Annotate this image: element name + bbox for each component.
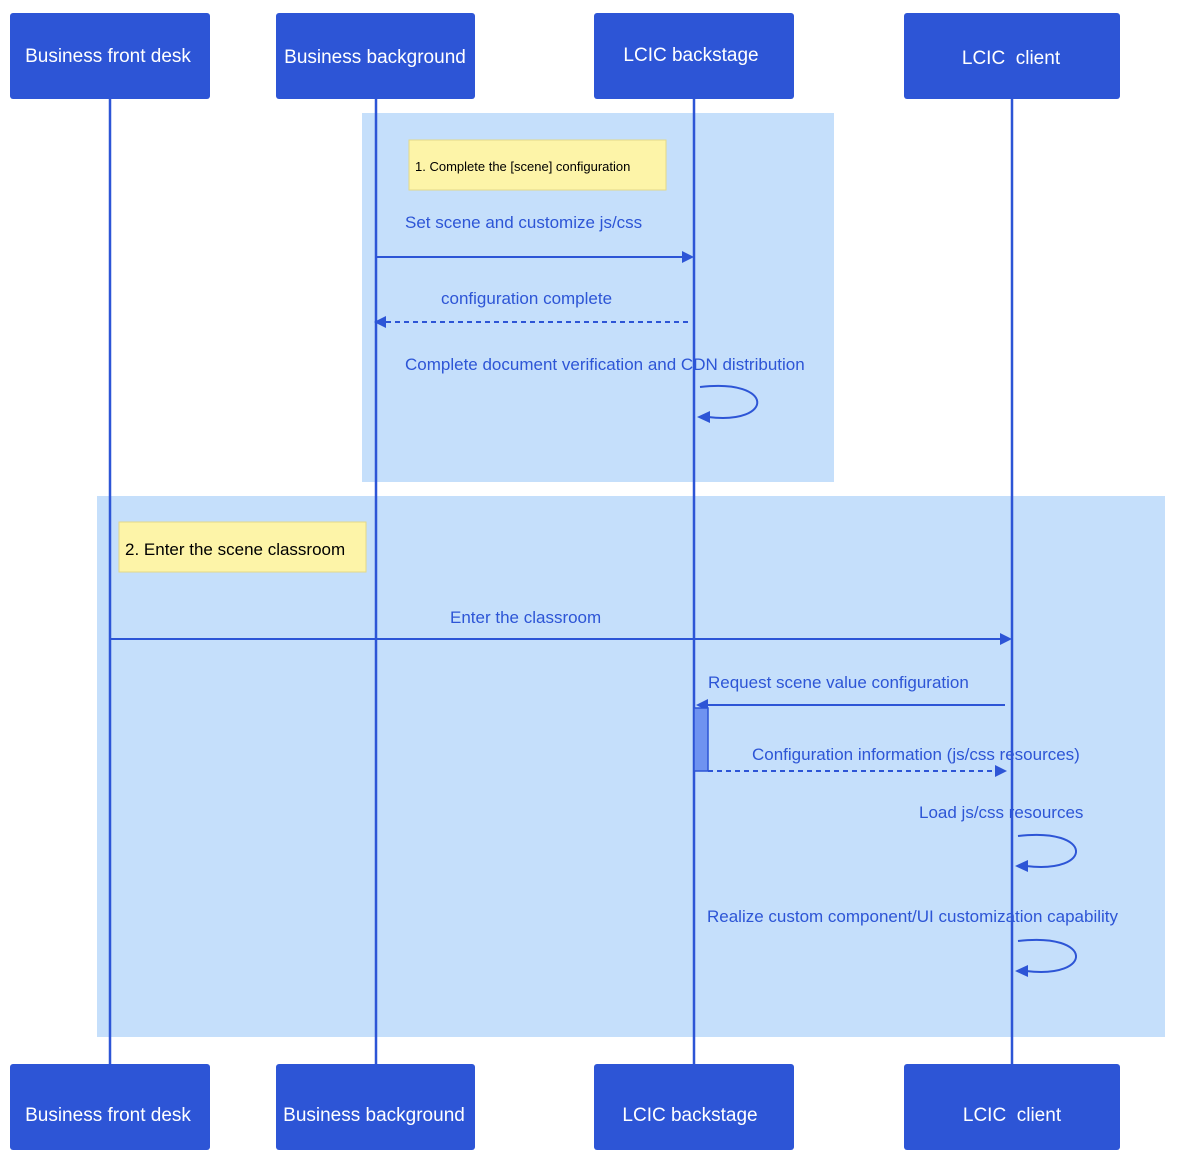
svg-text:1. Complete the [scene] config: 1. Complete the [scene] configuration [415, 159, 630, 174]
message-realize-customization: Realize custom component/UI customizatio… [707, 907, 1119, 977]
svg-text:Business background: Business background [283, 1105, 465, 1126]
actor-bottom-front-desk: Business front desk [10, 1064, 210, 1150]
arrow-right-icon [1000, 633, 1012, 645]
svg-text:2. Enter the scene classroom: 2. Enter the scene classroom [125, 540, 345, 559]
svg-text:Business front desk: Business front desk [25, 46, 191, 67]
svg-text:LCIC client: LCIC client [962, 48, 1061, 69]
actor-top-lcic-client: LCIC client [904, 13, 1120, 99]
arrow-left-icon [697, 411, 710, 423]
actor-bottom-lcic-client: LCIC client [904, 1064, 1120, 1150]
activation-bar-backstage [693, 707, 709, 772]
arrow-right-icon [995, 765, 1007, 777]
note-section-2: 2. Enter the scene classroom [118, 521, 367, 573]
svg-text:LCIC client: LCIC client [963, 1105, 1062, 1126]
section-2-box [97, 496, 1165, 1037]
svg-text:Request scene value configurat: Request scene value configuration [708, 673, 969, 692]
arrow-left-icon [374, 316, 386, 328]
actor-top-business-background: Business background [276, 13, 475, 99]
svg-text:Load js/css resources: Load js/css resources [919, 803, 1083, 822]
message-configuration-complete: configuration complete [374, 289, 688, 328]
actor-top-lcic-backstage: LCIC backstage [594, 13, 794, 99]
svg-text:Enter the classroom: Enter the classroom [450, 608, 601, 627]
message-configuration-information: Configuration information (js/css resour… [708, 745, 1080, 777]
arrow-left-icon [1015, 965, 1028, 977]
actor-top-front-desk: Business front desk [10, 13, 210, 99]
message-set-scene: Set scene and customize js/css [376, 213, 694, 263]
actor-bottom-lcic-backstage: LCIC backstage [594, 1064, 794, 1150]
svg-text:LCIC backstage: LCIC backstage [623, 45, 758, 66]
svg-text:Business front desk: Business front desk [25, 1105, 191, 1126]
svg-text:Business background: Business background [284, 47, 466, 68]
message-enter-classroom: Enter the classroom [110, 608, 1012, 645]
svg-text:Realize custom component/UI cu: Realize custom component/UI customizatio… [707, 907, 1119, 926]
svg-text:configuration complete: configuration complete [441, 289, 612, 308]
arrow-left-icon [1015, 860, 1028, 872]
message-load-resources: Load js/css resources [919, 803, 1083, 872]
svg-text:Set scene and customize js/css: Set scene and customize js/css [405, 213, 642, 232]
svg-text:Configuration information (js/: Configuration information (js/css resour… [752, 745, 1080, 764]
note-section-1: 1. Complete the [scene] configuration [408, 139, 667, 191]
svg-text:LCIC backstage: LCIC backstage [622, 1105, 757, 1126]
actor-bottom-business-background: Business background [276, 1064, 475, 1150]
message-request-scene-config: Request scene value configuration [696, 673, 1005, 711]
arrow-right-icon [682, 251, 694, 263]
message-document-verification: Complete document verification and CDN d… [405, 355, 805, 423]
svg-text:Complete document verification: Complete document verification and CDN d… [405, 355, 805, 374]
